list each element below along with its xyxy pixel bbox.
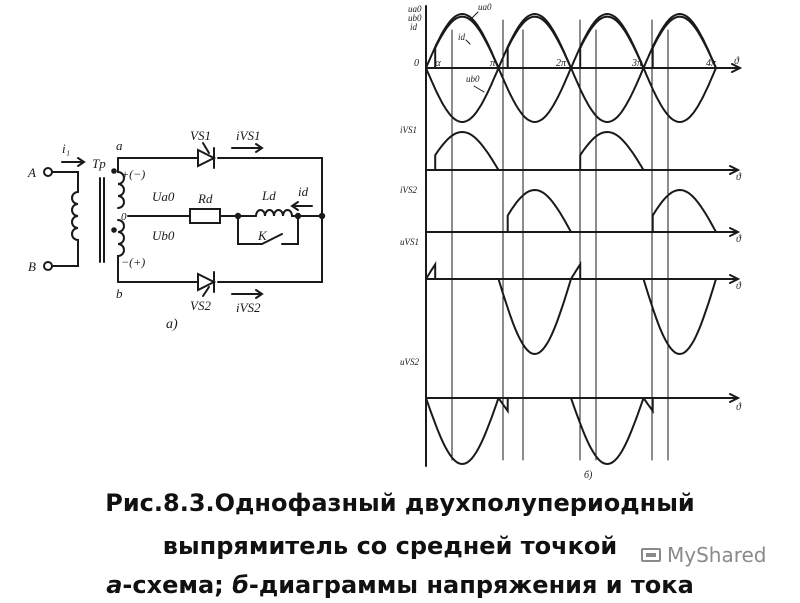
- waveform-id: [434, 15, 717, 69]
- label-uVS2-axis: uVS2: [400, 357, 419, 367]
- label-a: a: [116, 138, 123, 153]
- input-wire-a: [51, 171, 79, 193]
- circuit-schematic: [43, 142, 326, 299]
- secondary-winding: [117, 157, 125, 283]
- label-id-axis: id: [410, 22, 418, 32]
- label-Tp: Tp: [92, 156, 106, 171]
- label-Ub0: Ub0: [152, 228, 175, 243]
- label-uVS1-axis: uVS1: [400, 237, 419, 247]
- label-part-b: б): [584, 470, 593, 480]
- arrowhead-uvs1: [729, 274, 741, 284]
- watermark-text: MyShared: [667, 543, 767, 567]
- label-theta-3: ϑ: [736, 234, 742, 245]
- label-minus-plus: −(+): [121, 255, 145, 269]
- switch-k: [237, 215, 299, 245]
- arrowhead-ivs1: [729, 165, 741, 175]
- guide-lines: [451, 19, 669, 461]
- node-right: [294, 212, 302, 220]
- bottom-rail: [117, 215, 323, 283]
- waveform-ivs1: [434, 130, 645, 171]
- thyristor-vs2: [197, 271, 217, 297]
- label-iVS2: iVS2: [236, 300, 261, 315]
- label-VS1: VS1: [190, 128, 211, 143]
- label-2pi: 2π: [556, 58, 567, 69]
- arrow-ivs2: [231, 289, 264, 299]
- label-A: A: [27, 165, 36, 180]
- label-ub0-curve: ub0: [466, 74, 480, 84]
- label-pi: π: [490, 57, 496, 69]
- arrowhead-uvs2: [729, 393, 741, 403]
- label-K: K: [257, 228, 268, 243]
- label-b: b: [116, 286, 123, 301]
- arrow-i1: [61, 157, 86, 167]
- timing-diagrams: [425, 5, 743, 467]
- label-Rd: Rd: [197, 191, 213, 206]
- label-id-curve: id: [458, 32, 466, 42]
- leader-id: [465, 39, 471, 45]
- arrow-id: [290, 201, 313, 211]
- label-B: B: [28, 259, 36, 274]
- leader-ua0: [469, 11, 479, 21]
- terminal-a: [43, 167, 53, 177]
- arrow-ivs1: [231, 143, 264, 153]
- primary-winding: [71, 191, 79, 251]
- label-Ld: Ld: [261, 188, 276, 203]
- caption-a-letter: а: [106, 571, 123, 599]
- circuit-labels: i₁ A B Tp a b 0 +(−) −(+) Ua0 Ub0 VS1 VS…: [27, 128, 309, 332]
- caption-line-1: Рис.8.3.Однофазный двухполупериодный: [105, 489, 695, 517]
- waveform-uvs1: [425, 260, 717, 356]
- label-ua0-axis: ua0: [408, 4, 422, 14]
- thyristor-vs1: [197, 142, 217, 169]
- caption-line-2: выпрямитель со средней точкой: [162, 532, 618, 560]
- leader-ub0: [473, 85, 485, 93]
- label-zero: 0: [121, 211, 127, 223]
- label-4pi: 4π: [706, 58, 717, 69]
- caption-diagrams: -диаграммы напряжения и тока: [248, 571, 694, 599]
- caption-b-letter: б: [232, 571, 249, 599]
- label-theta-1: ϑ: [734, 56, 740, 67]
- node-left: [234, 212, 242, 220]
- input-wire-b: [51, 249, 79, 267]
- arrowhead-ivs2: [729, 227, 741, 237]
- figure-canvas: i₁ A B Tp a b 0 +(−) −(+) Ua0 Ub0 VS1 VS…: [27, 2, 743, 480]
- label-zero-origin: 0: [414, 58, 419, 69]
- label-iVS2-axis: iVS2: [400, 185, 417, 195]
- winding-dot-bottom: [111, 227, 117, 233]
- top-rail: [117, 157, 323, 217]
- label-Ua0: Ua0: [152, 189, 175, 204]
- label-VS2: VS2: [190, 298, 211, 313]
- label-id: id: [298, 184, 309, 199]
- arrowhead-voltages: [731, 63, 743, 73]
- diagram-labels: ua0 ub0 id ua0 id ub0 0 α π 2π 3π 4π ϑ i…: [400, 2, 742, 480]
- label-plus-minus: +(−): [121, 167, 145, 181]
- waveform-ivs2: [506, 188, 717, 233]
- label-ua0-curve: ua0: [478, 2, 492, 12]
- label-alpha: α: [435, 57, 441, 69]
- caption-scheme: -схема;: [122, 571, 233, 599]
- label-theta-5: ϑ: [736, 402, 742, 413]
- node-output: [318, 212, 326, 220]
- caption-line-3: а-схема; б-диаграммы напряжения и тока: [0, 567, 800, 603]
- label-i1: i₁: [62, 141, 70, 156]
- label-3pi: 3π: [631, 58, 643, 69]
- waveform-uvs2: [425, 397, 717, 466]
- watermark: MyShared: [640, 543, 767, 567]
- label-part-a: а): [166, 317, 178, 332]
- myshared-logo-icon: [641, 548, 661, 562]
- label-iVS1-axis: iVS1: [400, 125, 417, 135]
- winding-dot-top: [111, 168, 117, 174]
- terminal-b: [43, 261, 53, 271]
- label-theta-4: ϑ: [736, 281, 742, 292]
- label-ub0-axis: ub0: [408, 13, 422, 23]
- inductor-ld: [255, 209, 293, 217]
- label-theta-2: ϑ: [736, 172, 742, 183]
- label-iVS1: iVS1: [236, 128, 261, 143]
- resistor-rd: [189, 208, 221, 224]
